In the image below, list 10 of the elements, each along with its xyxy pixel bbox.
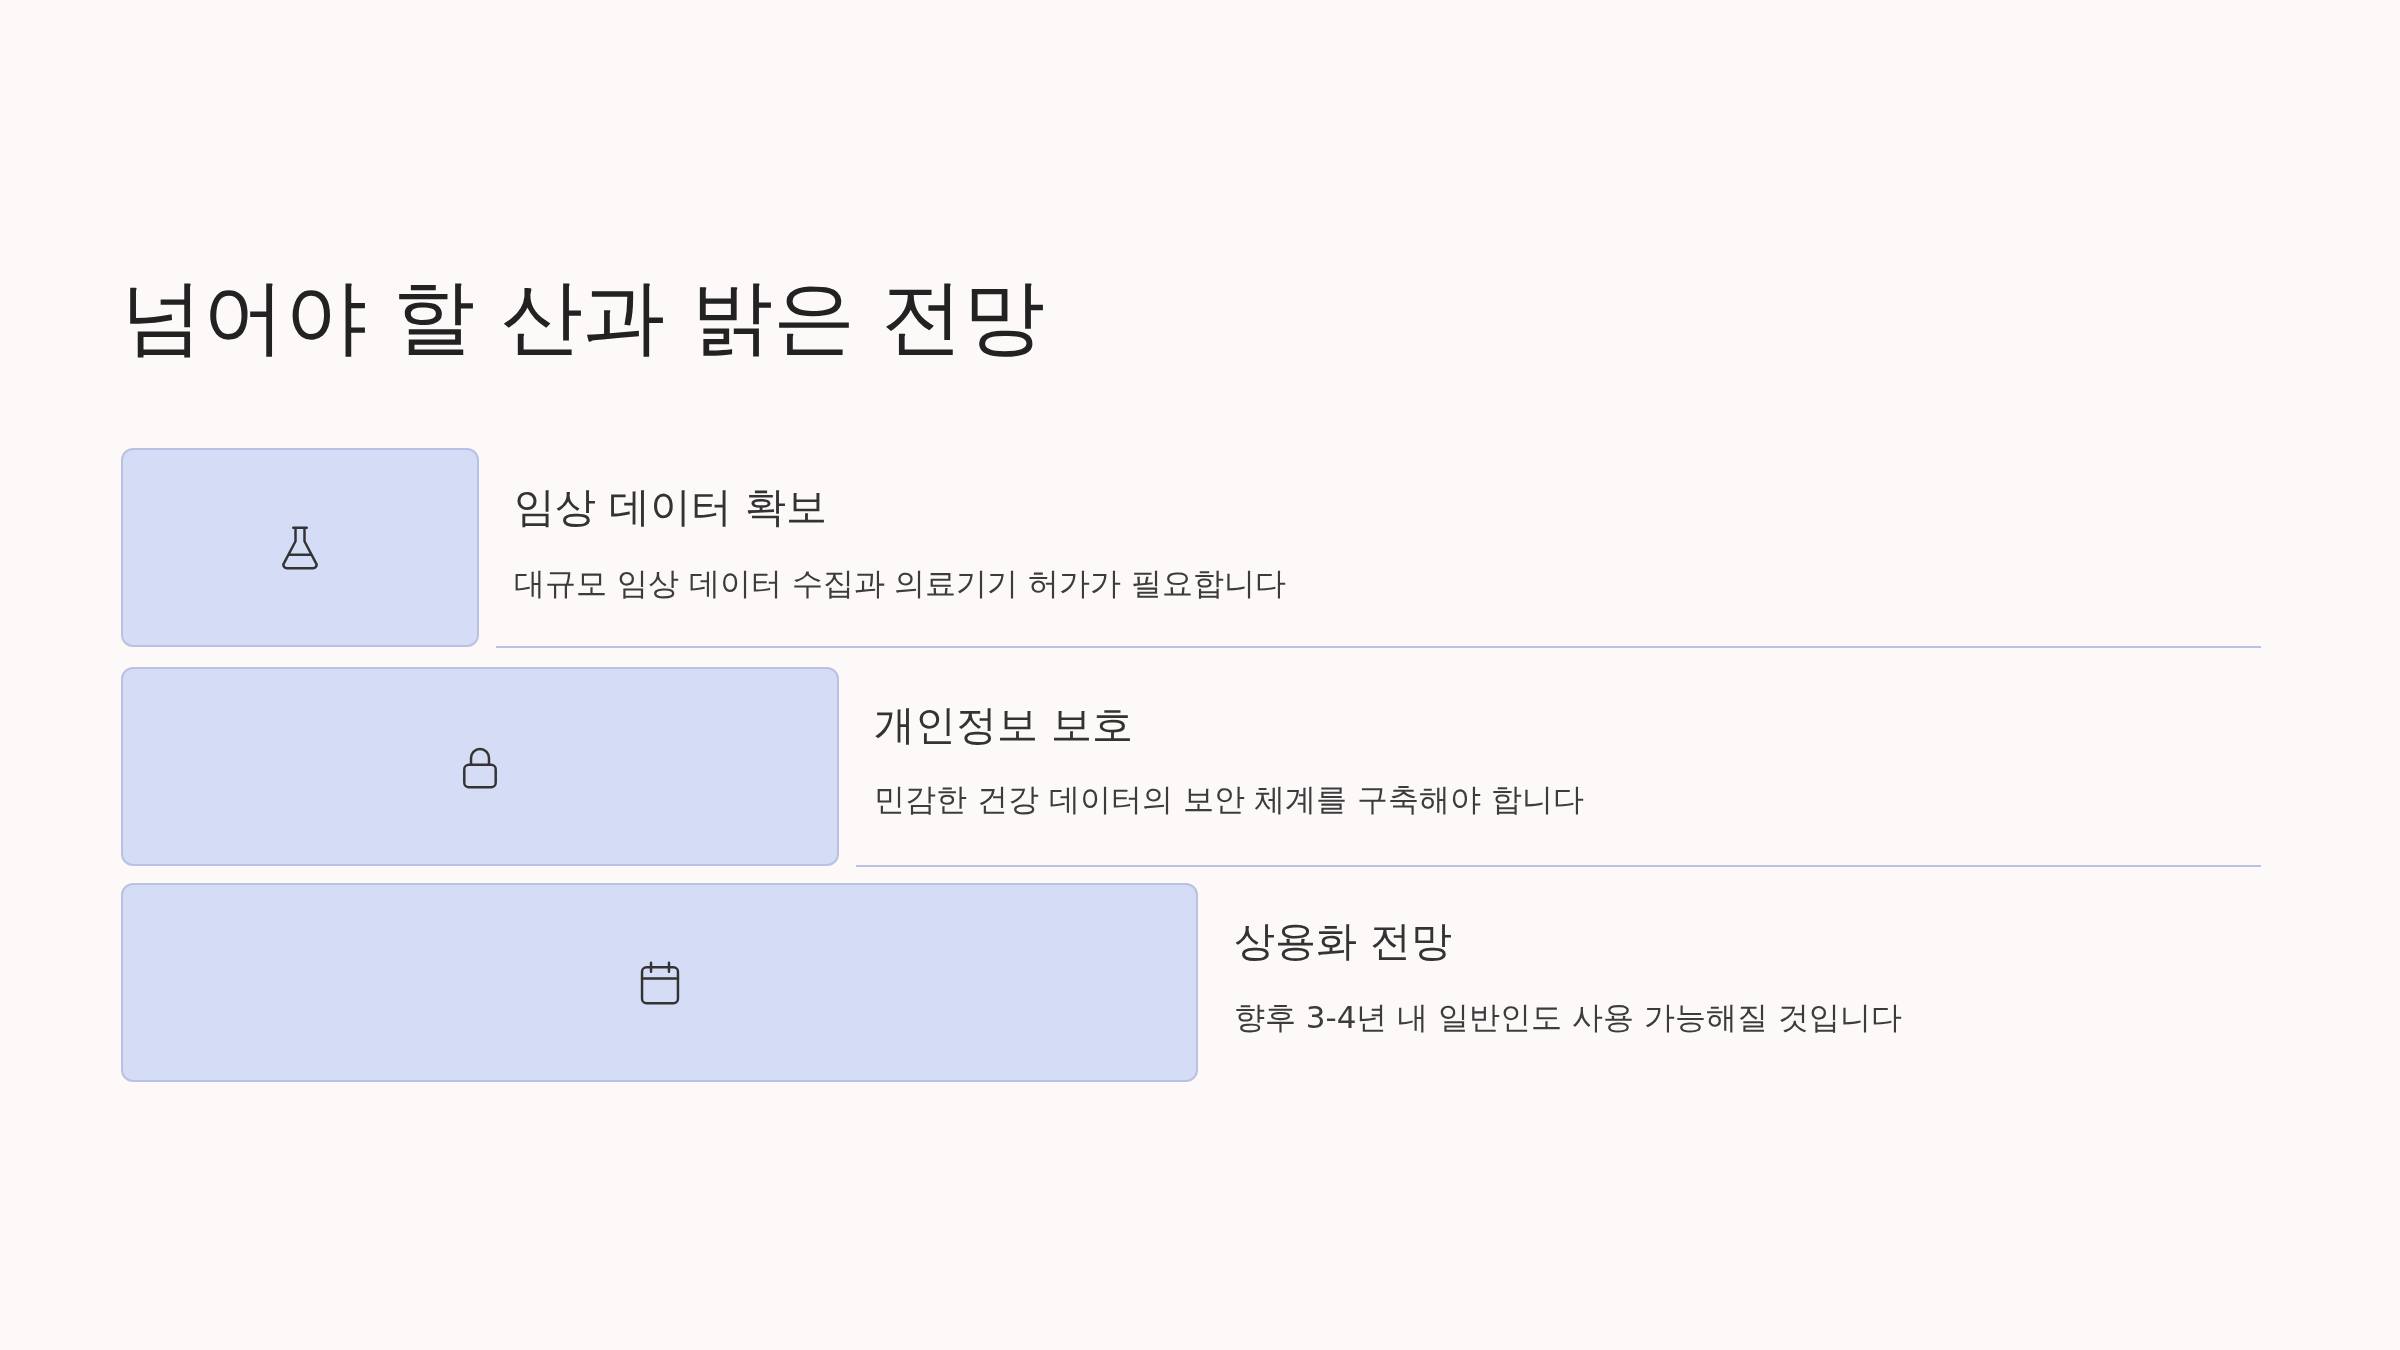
icon-tile [121,883,1198,1082]
row-heading: 개인정보 보호 [874,701,1134,751]
row-description: 민감한 건강 데이터의 보안 체계를 구축해야 합니다 [874,781,1585,819]
row-heading: 상용화 전망 [1234,917,1453,967]
row-heading: 임상 데이터 확보 [514,483,828,533]
slide-title: 넘어야 할 산과 밝은 전망 [121,268,1046,366]
row-description: 향후 3-4년 내 일반인도 사용 가능해질 것입니다 [1234,999,1902,1037]
icon-tile [121,448,479,647]
icon-tile [121,667,839,866]
row-description: 대규모 임상 데이터 수집과 의료기기 허가가 필요합니다 [514,565,1287,603]
